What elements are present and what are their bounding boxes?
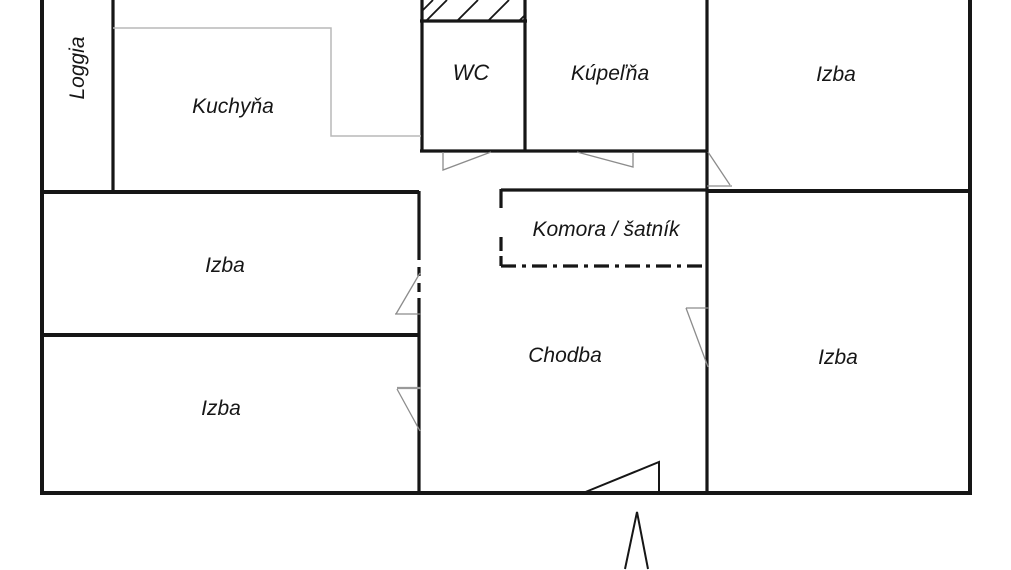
label-izba-bottom-right: Izba: [818, 346, 858, 369]
door-swing-wc: [442, 151, 492, 171]
duct-hatch: [422, 0, 525, 21]
label-izba-middle-left: Izba: [205, 254, 245, 277]
door-swing-izba-top-right: [707, 151, 732, 187]
entrance-door-swing: [582, 460, 660, 494]
kitchen-open-boundary-line: [113, 27, 421, 137]
room-labels: Loggia Kuchyňa WC Kúpeľňa Izba Izba Izba…: [66, 36, 858, 420]
label-izba-top-right: Izba: [816, 63, 856, 86]
label-kuchyna: Kuchyňa: [192, 95, 274, 118]
door-swing-kupelna: [576, 151, 634, 168]
label-wc: WC: [453, 60, 490, 85]
hatch-line: [518, 13, 525, 21]
hatch-line: [422, 0, 434, 13]
hatch-line: [425, 0, 448, 21]
walls: [40, 0, 972, 495]
hatch-line: [456, 0, 479, 21]
label-komora-satnik: Komora / šatník: [532, 218, 681, 241]
hatch-line: [487, 0, 510, 21]
label-kupelna: Kúpeľňa: [571, 62, 649, 85]
door-swing-izba-middle-left: [395, 272, 421, 315]
label-izba-bottom-left: Izba: [201, 397, 241, 420]
door-swing-izba-bottom-left: [396, 388, 421, 432]
label-chodba: Chodba: [528, 344, 602, 367]
label-loggia: Loggia: [66, 36, 89, 99]
entrance-direction-arrow: [624, 511, 649, 570]
door-swings: [395, 151, 732, 570]
door-swing-izba-bottom-right: [685, 307, 709, 368]
